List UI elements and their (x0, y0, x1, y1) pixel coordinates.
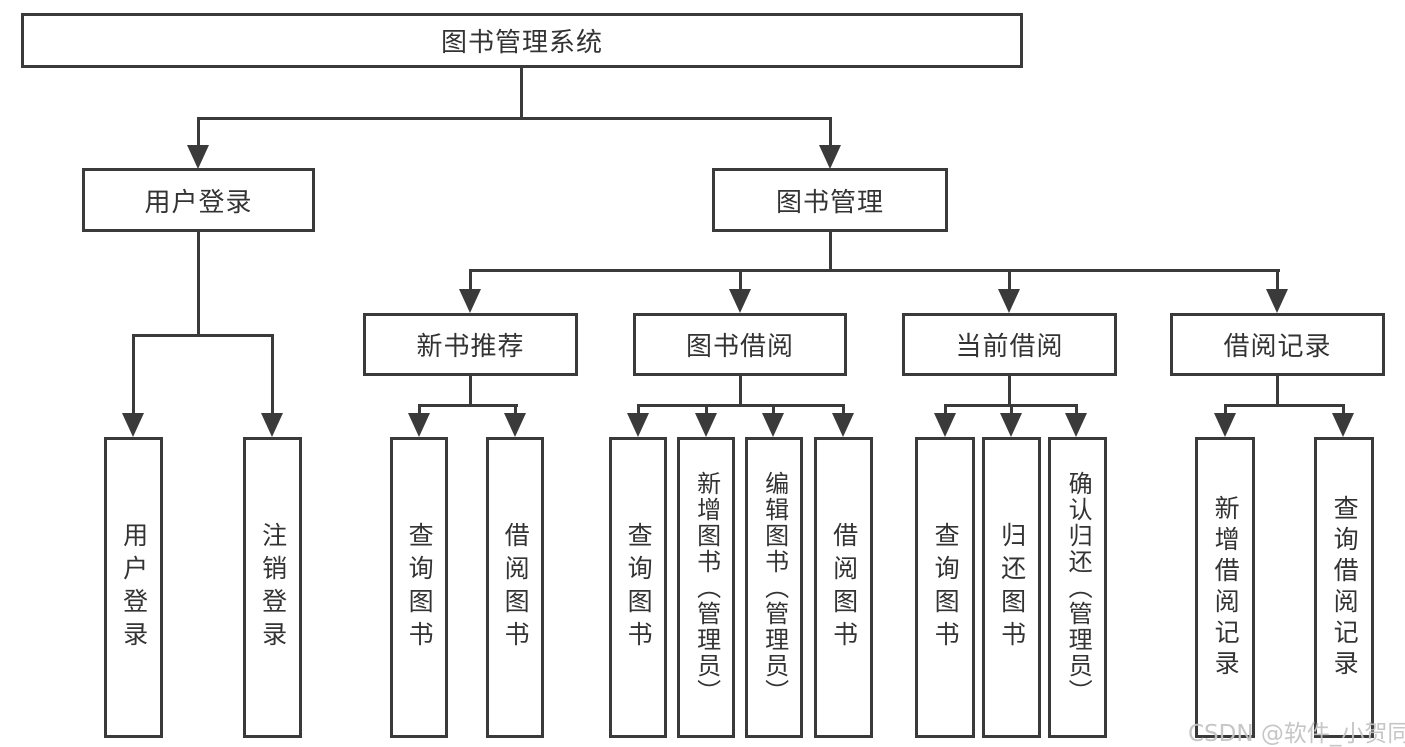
leaf-user-login: 用户登录 (104, 437, 163, 738)
connector-line (418, 404, 518, 407)
node-current-borrow-label: 当前借阅 (955, 332, 1064, 362)
connector-line (739, 269, 742, 293)
leaf-return-book-label: 归还图书 (997, 521, 1027, 654)
node-book-borrow-label: 图书借阅 (685, 332, 794, 362)
arrow-down-icon (1000, 413, 1022, 437)
arrow-down-icon (459, 289, 481, 313)
connector-line (1008, 374, 1011, 406)
connector-line (132, 334, 274, 337)
arrow-down-icon (122, 413, 144, 437)
leaf-query-book-3-label: 查询图书 (931, 521, 961, 654)
connector-line (842, 404, 845, 418)
arrow-down-icon (1332, 413, 1354, 437)
leaf-add-book-admin-label: 新增图书（管理员） (692, 470, 721, 705)
connector-line (132, 334, 135, 418)
leaf-borrow-book-1: 借阅图书 (486, 437, 544, 738)
connector-line (469, 374, 472, 406)
connector-line (197, 117, 200, 149)
node-book-management-label: 图书管理 (775, 187, 884, 218)
connector-line (944, 404, 947, 418)
arrow-down-icon (261, 413, 283, 437)
connector-line (705, 404, 708, 418)
arrow-down-icon (832, 413, 854, 437)
connector-line (739, 374, 742, 406)
node-borrow-record: 借阅记录 (1170, 313, 1385, 376)
leaf-return-book: 归还图书 (982, 437, 1041, 738)
leaf-query-book-2: 查询图书 (609, 437, 667, 738)
node-borrow-record-label: 借阅记录 (1223, 332, 1332, 362)
connector-line (514, 404, 517, 418)
arrow-down-icon (729, 289, 751, 313)
connector-line (418, 404, 421, 418)
connector-line (1276, 269, 1279, 293)
arrow-down-icon (1266, 289, 1288, 313)
leaf-borrow-book-2: 借阅图书 (814, 437, 873, 738)
connector-line (1008, 269, 1011, 293)
connector-line (469, 269, 1280, 272)
connector-line (197, 117, 832, 120)
node-book-management: 图书管理 (712, 168, 948, 232)
node-user-login-label: 用户登录 (144, 187, 253, 218)
leaf-query-book-3: 查询图书 (915, 437, 975, 738)
leaf-logout-login: 注销登录 (243, 437, 302, 738)
connector-line (829, 117, 832, 149)
node-new-book-recommend-label: 新书推荐 (416, 332, 525, 362)
node-book-borrow: 图书借阅 (633, 313, 847, 376)
leaf-borrow-book-1-label: 借阅图书 (501, 521, 531, 654)
connector-line (520, 66, 523, 119)
node-root: 图书管理系统 (21, 13, 1023, 68)
connector-line (469, 269, 472, 293)
connector-line (1342, 404, 1345, 418)
arrow-down-icon (504, 413, 526, 437)
node-root-label: 图书管理系统 (440, 28, 603, 58)
connector-line (829, 230, 832, 272)
connector-line (1075, 404, 1078, 418)
arrow-down-icon (627, 413, 649, 437)
leaf-query-book-2-label: 查询图书 (624, 521, 654, 654)
leaf-edit-book-admin: 编辑图书（管理员） (745, 437, 803, 738)
leaf-query-book-1: 查询图书 (390, 437, 448, 738)
leaf-confirm-return-admin-label: 确认归还（管理员） (1064, 470, 1093, 705)
csdn-watermark: CSDN @软件_小贺同学 (1188, 721, 1405, 747)
connector-line (1010, 404, 1013, 418)
connector-line (1224, 404, 1345, 407)
leaf-add-borrow-record: 新增借阅记录 (1195, 437, 1255, 738)
node-user-login: 用户登录 (82, 168, 315, 232)
leaf-add-borrow-record-label: 新增借阅记录 (1211, 494, 1241, 681)
node-current-borrow: 当前借阅 (902, 313, 1117, 376)
leaf-borrow-book-2-label: 借阅图书 (829, 521, 859, 654)
leaf-logout-login-label: 注销登录 (258, 521, 288, 654)
connector-line (637, 404, 844, 407)
leaf-user-login-label: 用户登录 (119, 521, 149, 654)
connector-line (1224, 404, 1227, 418)
connector-line (1276, 374, 1279, 406)
leaf-confirm-return-admin: 确认归还（管理员） (1048, 437, 1107, 738)
arrow-down-icon (819, 145, 841, 169)
arrow-down-icon (187, 145, 209, 169)
connector-line (271, 334, 274, 418)
node-new-book-recommend: 新书推荐 (363, 313, 578, 376)
arrow-down-icon (1214, 413, 1236, 437)
leaf-query-borrow-record: 查询借阅记录 (1314, 437, 1374, 738)
arrow-down-icon (695, 413, 717, 437)
connector-line (637, 404, 640, 418)
leaf-edit-book-admin-label: 编辑图书（管理员） (760, 470, 789, 705)
arrow-down-icon (408, 413, 430, 437)
leaf-query-book-1-label: 查询图书 (405, 521, 435, 654)
connector-line (772, 404, 775, 418)
arrow-down-icon (762, 413, 784, 437)
arrow-down-icon (934, 413, 956, 437)
connector-line (197, 230, 200, 337)
leaf-add-book-admin: 新增图书（管理员） (677, 437, 735, 738)
leaf-query-borrow-record-label: 查询借阅记录 (1330, 494, 1360, 681)
arrow-down-icon (998, 289, 1020, 313)
arrow-down-icon (1065, 413, 1087, 437)
